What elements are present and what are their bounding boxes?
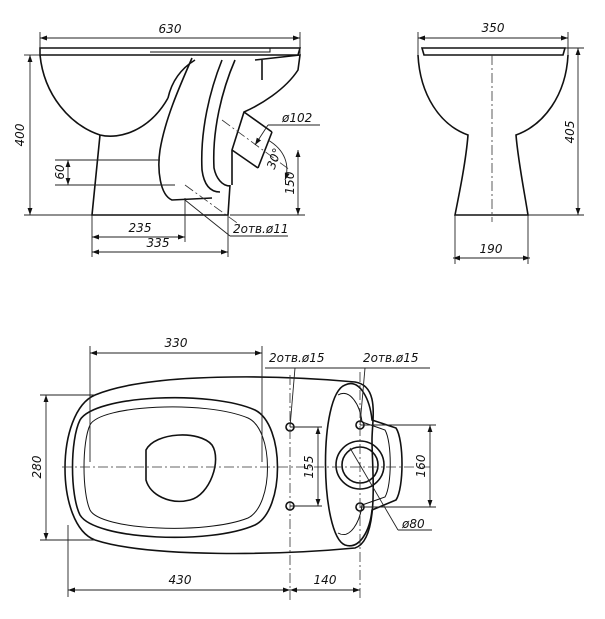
side-outlet-pipe	[231, 111, 273, 169]
side-dim-height: 400	[13, 123, 27, 146]
front-seat	[420, 47, 567, 56]
side-dim-width: 630	[159, 22, 182, 36]
side-dim-outlet-dia: ø102	[281, 111, 312, 125]
front-dim-base-width: 190	[480, 242, 503, 256]
top-dim-width: 280	[30, 455, 44, 478]
top-note-front-holes: 2отв.ø15	[269, 351, 324, 365]
side-pedestal	[91, 134, 231, 216]
side-trap	[158, 57, 213, 201]
side-bowl	[39, 54, 169, 137]
side-dim-base-length: 335	[147, 236, 170, 250]
top-bowl-opening	[145, 434, 217, 502]
top-outer-body	[64, 376, 375, 555]
top-dim-rear-holes: 160	[414, 454, 428, 477]
top-rim	[71, 396, 279, 539]
top-rear-pad	[324, 382, 403, 547]
top-dim-front-holes: 155	[302, 456, 316, 479]
front-body	[417, 54, 569, 216]
side-note-holes: 2отв.ø11	[233, 222, 288, 236]
top-dim-hole-offset: 140	[314, 573, 337, 587]
side-view: 630 400 60 ø102 30° 150 235 335 2отв.ø11	[13, 22, 320, 257]
top-view: 330 280 155 160 430 140 2отв.ø15 2отв.ø1…	[30, 336, 436, 600]
top-note-rear-holes: 2отв.ø15	[363, 351, 418, 365]
top-dim-length-to-holes: 430	[169, 573, 192, 587]
side-dim-offset: 60	[53, 164, 67, 180]
top-dim-outlet-dia: ø80	[401, 517, 425, 531]
side-dim-outlet-angle: 30°	[264, 146, 284, 171]
side-dim-outlet-height: 150	[283, 171, 297, 194]
side-dim-hole-dist: 235	[129, 221, 152, 235]
top-dim-bowl-length: 330	[165, 336, 188, 350]
front-view: 350 405 190	[417, 21, 584, 264]
front-dim-height: 405	[563, 121, 577, 144]
front-dim-width: 350	[482, 21, 505, 35]
